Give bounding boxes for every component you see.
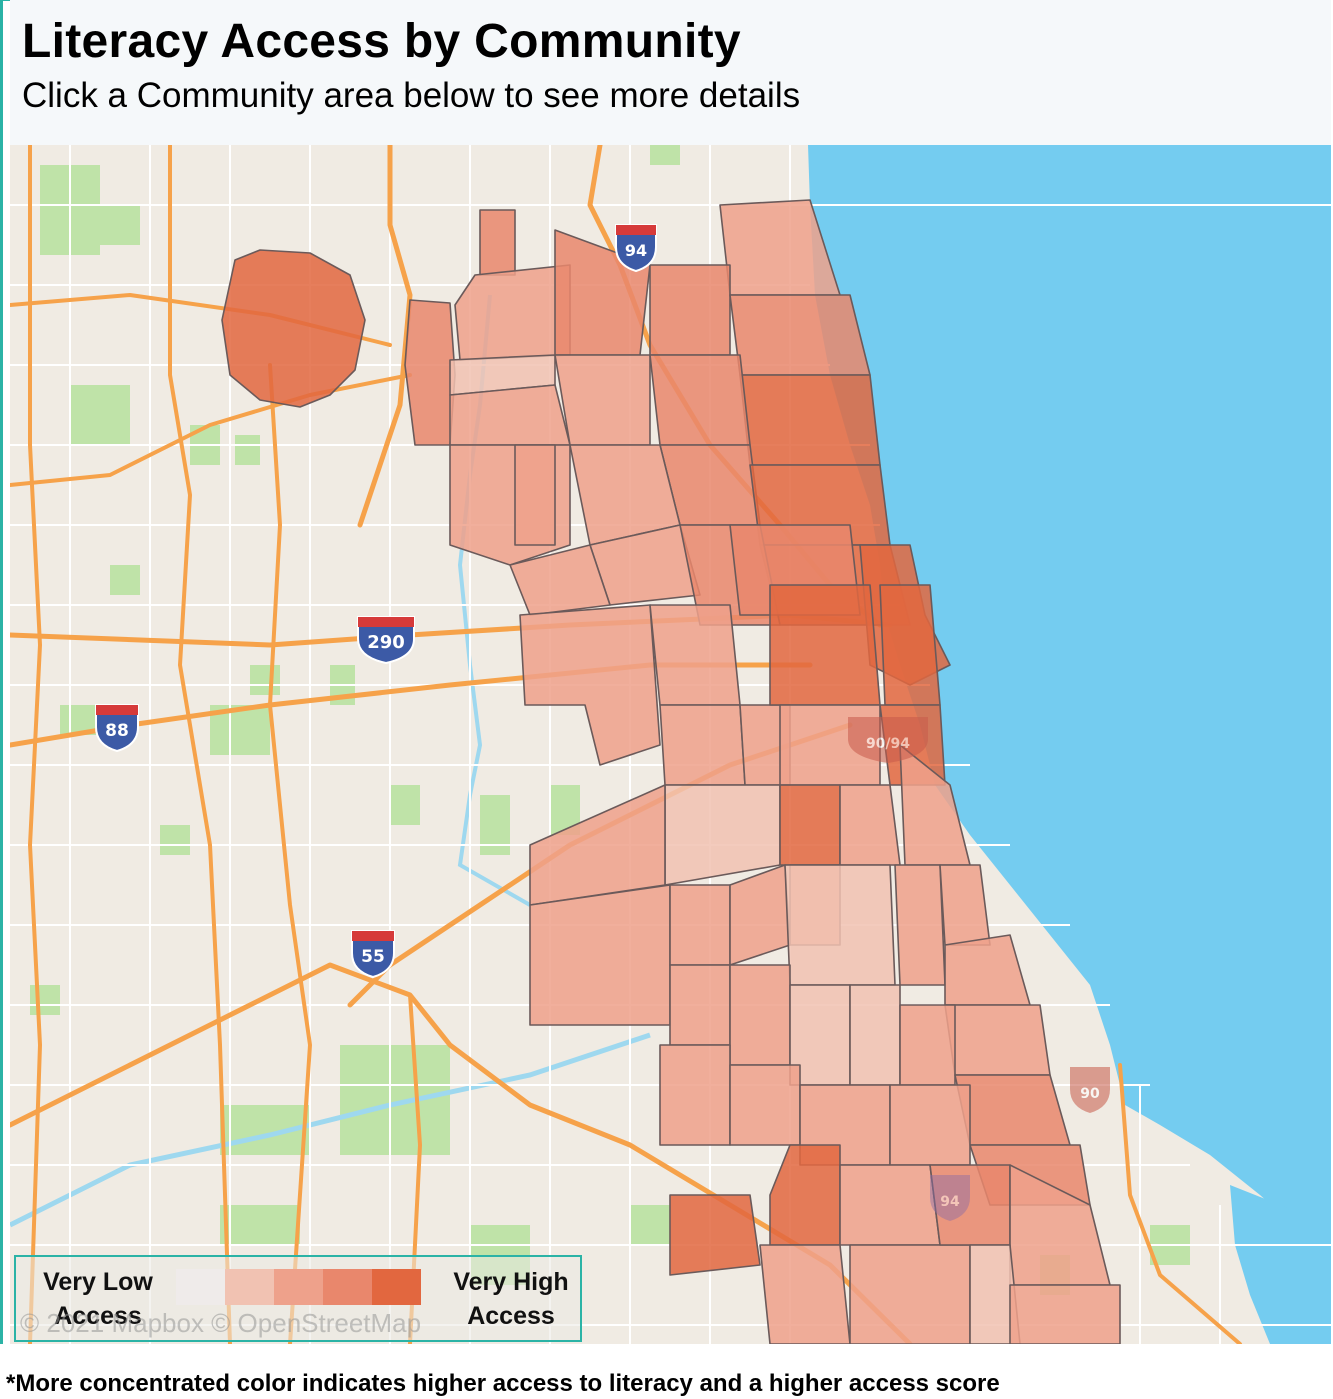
community-area-roseland[interactable] [849,1244,971,1344]
community-area-west-ridge[interactable] [649,264,731,356]
community-area-chatham[interactable] [889,1084,971,1166]
legend-swatch-5 [372,1269,421,1305]
community-area-washington-heights[interactable] [839,1164,941,1246]
highway-shield-90: 90 [1070,1067,1110,1113]
community-area-belmont-cragin[interactable] [509,544,611,616]
community-area-fuller-park[interactable] [894,864,946,986]
highway-shield-94-north: 94 [615,224,657,273]
community-area-edgewater[interactable] [729,294,871,376]
community-area-edison-park[interactable] [479,209,516,276]
highway-shield-88: 88 [95,704,139,753]
header-panel: Literacy Access by Community Click a Com… [10,0,1331,145]
choropleth-map[interactable]: 94 290 88 55 90/94 94 90 [10,145,1331,1344]
community-area-hyde-park[interactable] [944,1004,1051,1076]
legend-swatch-3 [274,1269,323,1305]
highway-shield-55: 55 [351,930,395,979]
community-area-garfield-ridge[interactable] [529,884,671,1026]
page-subtitle: Click a Community area below to see more… [22,76,801,115]
community-area-humboldt-park[interactable] [649,604,741,706]
community-area-near-west-side[interactable] [769,584,881,706]
community-area-calumet-heights[interactable] [969,1244,1021,1344]
community-area-dunning[interactable] [449,384,571,446]
page-title: Literacy Access by Community [22,15,741,68]
map-attribution[interactable]: © 2021 Mapbox © OpenStreetMap [20,1308,422,1338]
svg-text:55: 55 [361,947,385,967]
svg-text:90/94: 90/94 [866,736,910,752]
community-area-north-park[interactable] [554,354,651,446]
legend-swatch-4 [323,1269,372,1305]
map-legend: Very Low Access Very High Access [14,1255,582,1342]
legend-color-scale [176,1269,421,1305]
legend-high-label: Very High Access [453,1268,569,1330]
community-area-gage-park[interactable] [729,964,791,1066]
svg-text:90: 90 [1080,1086,1100,1102]
highway-shield-290: 290 [357,616,415,665]
community-area-bridgeport[interactable] [779,784,841,866]
community-area-mount-greenwood[interactable] [669,1194,761,1276]
footnote: *More concentrated color indicates highe… [6,1370,1000,1397]
community-area-englewood[interactable] [849,984,901,1086]
highway-shield-94-south: 94 [930,1175,970,1221]
community-area-hegewisch[interactable] [1009,1284,1121,1344]
community-area-far-northwest[interactable] [404,299,456,446]
community-area-west-garfield[interactable] [659,704,746,786]
legend-swatch-1 [176,1269,225,1305]
community-area-greater-grand-crossing[interactable] [899,1004,956,1086]
community-area-woodlawn[interactable] [954,1074,1071,1146]
community-area-west-elsdon[interactable] [669,964,731,1046]
community-area-montclare[interactable] [514,444,556,546]
calumet-harbor [1230,1185,1331,1344]
community-area-lincoln-square[interactable] [649,354,751,446]
legend-low-label: Very Low Access [43,1268,153,1330]
community-area-archer-heights[interactable] [669,884,731,966]
highway-shield-90-94: 90/94 [848,717,928,763]
community-area-chicago-lawn[interactable] [729,1064,801,1146]
community-areas[interactable] [221,199,1121,1344]
community-area-armour-square[interactable] [839,784,901,866]
community-area-norwood-park[interactable] [454,264,571,361]
community-area-new-city[interactable] [784,864,896,986]
community-area-loop[interactable] [879,584,941,706]
svg-text:290: 290 [367,632,405,653]
lake-michigan [808,145,1331,1265]
svg-text:94: 94 [625,241,647,260]
svg-text:88: 88 [105,721,129,741]
community-area-clearing[interactable] [659,1044,731,1146]
svg-text:94: 94 [940,1194,960,1210]
community-area-ohare[interactable] [221,249,366,408]
community-area-beverly[interactable] [759,1244,851,1344]
legend-swatch-2 [225,1269,274,1305]
community-area-uptown[interactable] [739,374,881,466]
